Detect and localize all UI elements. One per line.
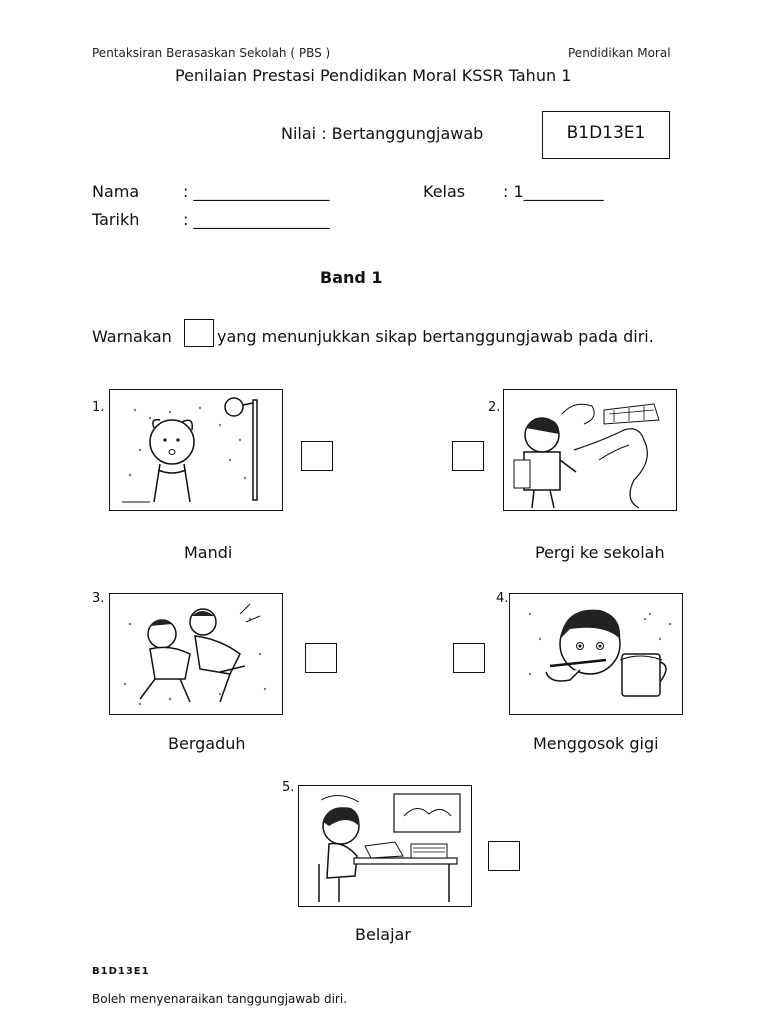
caption-bergaduh: Bergaduh <box>168 734 246 753</box>
footer-code: B1D13E1 <box>92 966 150 977</box>
answer-box-4[interactable] <box>453 643 485 673</box>
answer-box-1[interactable] <box>301 441 333 471</box>
caption-menggosok-gigi: Menggosok gigi <box>533 734 659 753</box>
boy-brushing-teeth-icon <box>509 593 683 715</box>
footer-text: Boleh menyenaraikan tanggungjawab diri. <box>92 992 348 1006</box>
caption-mandi: Mandi <box>184 543 233 562</box>
item-number: 2. <box>488 400 501 415</box>
boys-fighting-icon <box>109 593 283 715</box>
instruction-before: Warnakan <box>92 327 172 346</box>
code-label: B1D13E1 <box>566 123 646 143</box>
answer-box-5[interactable] <box>488 841 520 871</box>
tarikh-label: Tarikh <box>92 210 140 229</box>
answer-box-3[interactable] <box>305 643 337 673</box>
item-number: 1. <box>92 400 105 415</box>
boy-walking-to-school-icon <box>503 389 677 511</box>
header-right: Pendidikan Moral <box>568 46 671 60</box>
item-number: 5. <box>282 780 295 795</box>
bathing-boy-icon <box>109 389 283 511</box>
nama-field[interactable]: : _________________ <box>183 182 330 201</box>
item-number: 4. <box>496 591 509 606</box>
sample-color-box <box>184 319 214 347</box>
caption-belajar: Belajar <box>355 925 411 944</box>
nama-label: Nama <box>92 182 140 201</box>
header-left: Pentaksiran Berasaskan Sekolah ( PBS ) <box>92 46 331 60</box>
answer-box-2[interactable] <box>452 441 484 471</box>
kelas-label: Kelas <box>423 182 466 201</box>
page-title: Penilaian Prestasi Pendidikan Moral KSSR… <box>175 66 572 85</box>
item-number: 3. <box>92 591 105 606</box>
caption-pergi-ke-sekolah: Pergi ke sekolah <box>535 543 665 562</box>
code-box: B1D13E1 <box>542 111 670 159</box>
boy-studying-icon <box>298 785 472 907</box>
nilai-label: Nilai : Bertanggungjawab <box>281 124 484 143</box>
band-heading: Band 1 <box>320 268 383 287</box>
instruction-after: yang menunjukkan sikap bertanggungjawab … <box>217 327 654 346</box>
kelas-field[interactable]: : 1__________ <box>503 182 604 201</box>
tarikh-field[interactable]: : _________________ <box>183 210 330 229</box>
